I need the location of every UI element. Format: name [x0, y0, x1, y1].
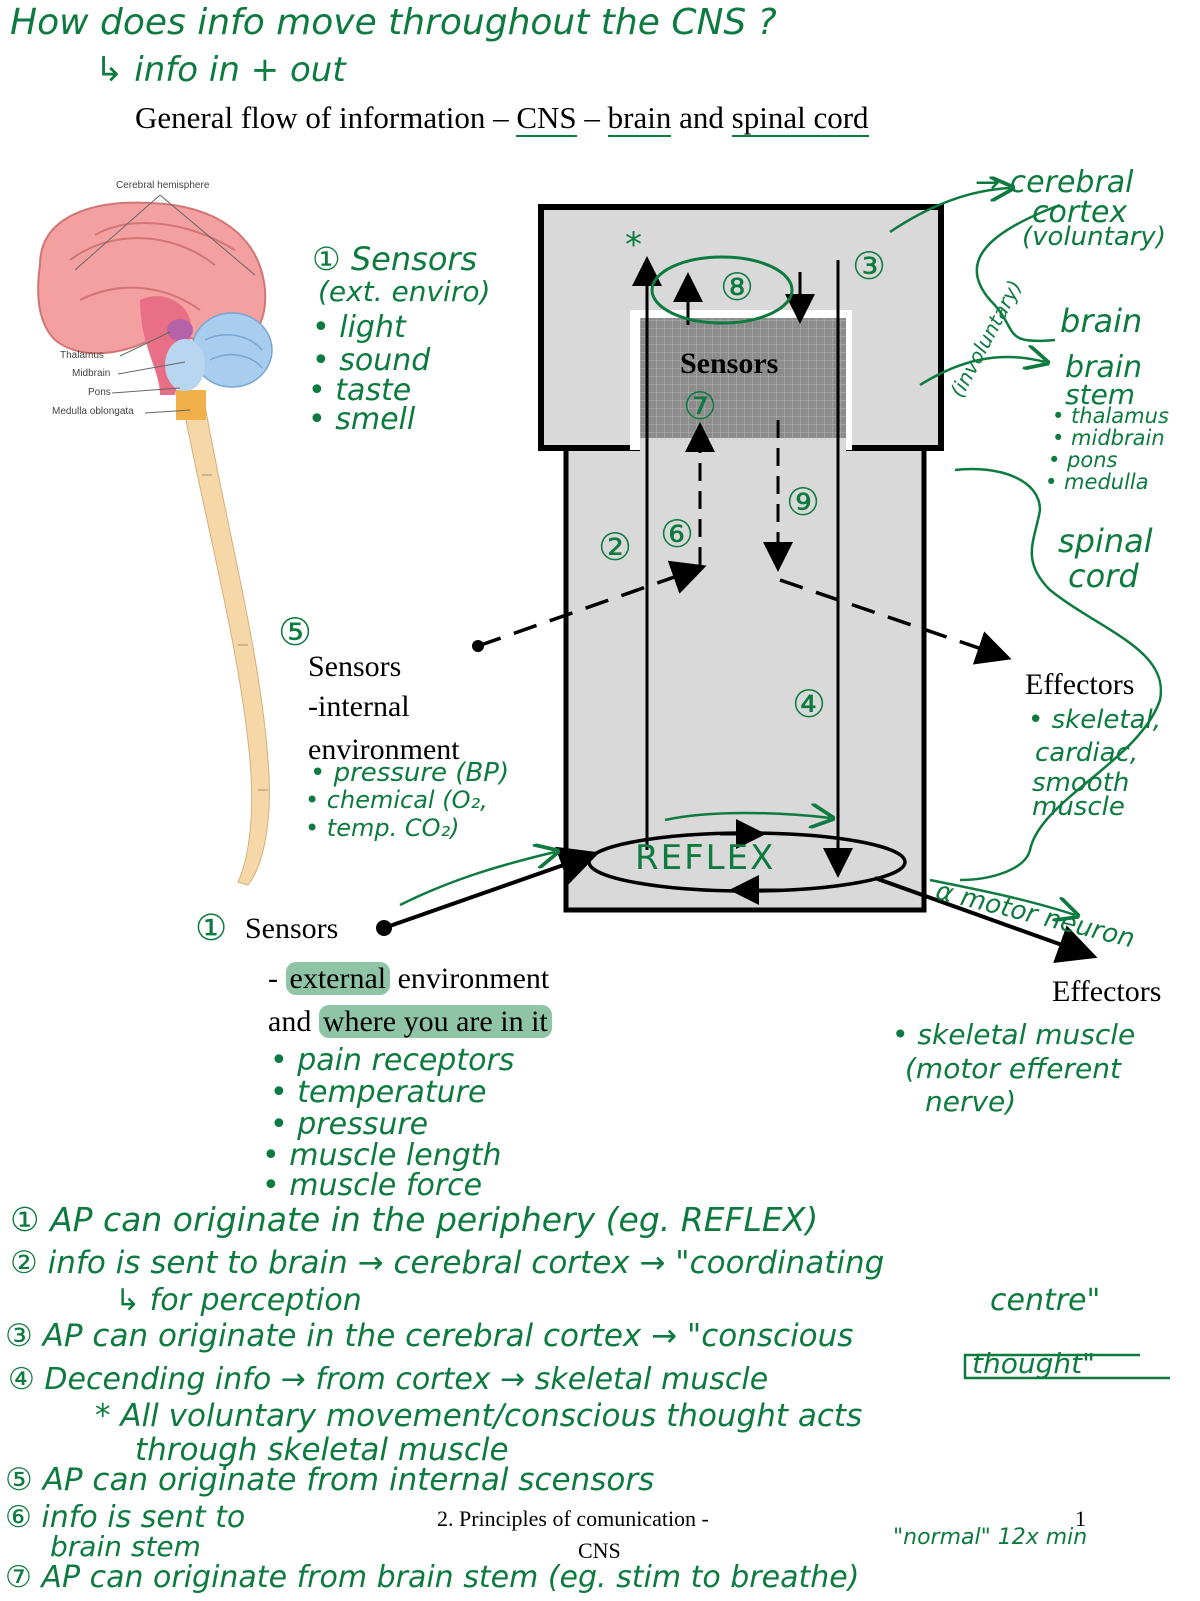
note-sensors-ext-1: ① Sensors — [312, 240, 478, 278]
title-spinal-cord: spinal cord — [731, 100, 869, 137]
handwritten-subtitle: ↳ info in + out — [95, 50, 346, 90]
note-cord: cord — [1068, 557, 1139, 595]
handwritten-title: How does info move throughout the CNS ? — [10, 2, 777, 43]
sensors-internal-line1: Sensors — [308, 650, 402, 683]
title-brain: brain — [607, 100, 672, 137]
footer-title-line2: CNS — [578, 1538, 621, 1563]
marker-9: ⑨ — [786, 480, 821, 524]
note-brainstem-1: brain — [1065, 350, 1143, 385]
marker-6: ⑥ — [660, 512, 695, 556]
effectors-lower-label: Effectors — [1052, 975, 1162, 1008]
note-effectors-lower-3: nerve) — [925, 1085, 1017, 1118]
marker-2: ② — [598, 525, 633, 569]
ext-highlight-external: external — [285, 962, 391, 995]
bottom-note-7: ⑦ AP can originate from brain stem (eg. … — [5, 1560, 860, 1595]
note-effectors-upper-4: muscle — [1032, 792, 1125, 822]
note-sensors-ext-2: (ext. enviro) — [318, 275, 491, 308]
note-medulla: • medulla — [1045, 470, 1149, 494]
sensors-internal-line2: -internal — [308, 690, 410, 723]
sensors-external-line2: and where you are in it — [268, 1005, 552, 1039]
bottom-note-4b: thought" — [972, 1347, 1095, 1380]
bottom-note-2c: centre" — [990, 1283, 1101, 1318]
bottom-note-1: ① AP can originate in the periphery (eg.… — [10, 1200, 819, 1239]
note-external-4: • muscle length — [262, 1138, 502, 1173]
bottom-note-2b: ↳ for perception — [115, 1283, 362, 1318]
note-pons: • pons — [1048, 448, 1118, 472]
marker-5: ⑤ — [278, 610, 313, 654]
note-sensors-ext-4: • sound — [312, 343, 431, 378]
title-and: and — [671, 100, 732, 135]
sensors-external-label: Sensors — [245, 912, 339, 945]
note-external-3: • pressure — [270, 1107, 429, 1142]
note-external-5: • muscle force — [262, 1168, 483, 1203]
note-sensors-ext-3: • light — [312, 310, 406, 345]
note-midbrain: • midbrain — [1052, 426, 1165, 450]
marker-8: ⑧ — [720, 265, 755, 309]
title-cns: CNS — [516, 100, 577, 137]
marker-3: ③ — [852, 244, 887, 288]
note-sensors-ext-5: • taste — [308, 373, 412, 408]
page-title: General flow of information – CNS – brai… — [135, 100, 869, 137]
title-prefix: General flow of information – — [135, 100, 517, 135]
bottom-note-5: ⑤ AP can originate from internal scensor… — [5, 1462, 655, 1498]
note-effectors-upper-2: cardiac, — [1035, 738, 1139, 768]
label-thalamus: Thalamus — [60, 350, 104, 361]
label-pons: Pons — [88, 387, 111, 398]
ext-line1-suffix: environment — [390, 962, 550, 995]
note-internal-1: • pressure (BP) — [310, 758, 510, 788]
bottom-note-star: * All voluntary movement/conscious thoug… — [95, 1398, 863, 1434]
bottom-note-star-b: through skeletal muscle — [135, 1432, 509, 1468]
note-internal-2: • chemical (O₂, — [305, 786, 488, 814]
bottom-note-6b: brain stem — [50, 1530, 201, 1563]
footer-title-line1: 2. Principles of comunication - — [437, 1506, 709, 1531]
note-effectors-upper-3: smooth — [1032, 768, 1130, 798]
reflex-label: REFLEX — [635, 838, 776, 878]
note-external-2: • temperature — [270, 1075, 487, 1110]
sensors-external-line1: - external environment — [268, 962, 549, 996]
note-internal-3: • temp. CO₂) — [305, 814, 460, 842]
bottom-note-4: ④ Decending info → from cortex → skeleta… — [8, 1362, 769, 1397]
note-spinal: spinal — [1058, 522, 1153, 560]
ext-line2-prefix: and — [268, 1005, 319, 1038]
note-effectors-lower-1: • skeletal muscle — [892, 1018, 1136, 1051]
label-cerebral-hemisphere: Cerebral hemisphere — [116, 180, 210, 191]
ext-line1-prefix: - — [268, 962, 286, 995]
sensors-internal-line3: environment — [308, 733, 460, 766]
note-sensors-ext-6: • smell — [308, 402, 416, 437]
bottom-note-2: ② info is sent to brain → cerebral corte… — [10, 1245, 885, 1281]
label-midbrain: Midbrain — [72, 368, 111, 379]
note-brainstem-2: stem — [1065, 378, 1136, 411]
effectors-upper-label: Effectors — [1025, 668, 1135, 701]
ext-highlight-where: where you are in it — [318, 1005, 552, 1038]
bottom-note-3: ③ AP can originate in the cerebral corte… — [5, 1318, 854, 1354]
note-external-1: • pain receptors — [270, 1043, 515, 1078]
marker-7: ⑦ — [683, 384, 718, 428]
bottom-note-6: ⑥ info is sent to — [5, 1500, 246, 1535]
note-effectors-lower-2: (motor efferent — [905, 1052, 1121, 1085]
note-voluntary: (voluntary) — [1022, 222, 1166, 252]
label-medulla: Medulla oblongata — [52, 406, 134, 417]
title-dash: – — [576, 100, 608, 135]
note-cortex: cortex — [1032, 195, 1128, 230]
brainstem-sensors-box — [640, 318, 846, 443]
page-number: 1 — [1075, 1506, 1086, 1531]
note-brain: brain — [1060, 302, 1143, 340]
note-thalamus: • thalamus — [1052, 404, 1169, 428]
marker-1: ① — [195, 908, 228, 949]
note-effectors-upper-1: • skeletal, — [1028, 705, 1162, 735]
note-cerebral: → cerebral — [975, 165, 1134, 200]
bottom-note-normal: "normal" 12x min — [893, 1525, 1088, 1550]
center-sensors-label: Sensors — [680, 347, 779, 380]
marker-4: ④ — [792, 682, 827, 726]
marker-star: * — [625, 225, 642, 265]
